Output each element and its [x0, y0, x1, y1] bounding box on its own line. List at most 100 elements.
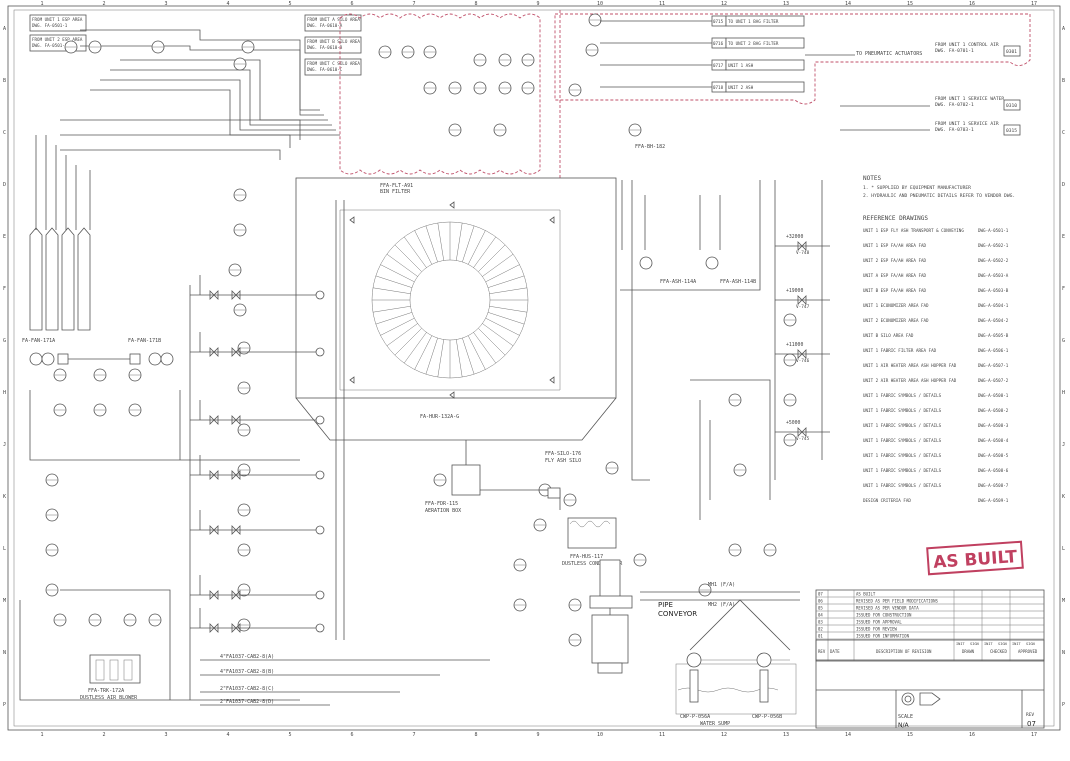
- grid-row-left: M: [3, 598, 6, 604]
- radial-spoke: [485, 264, 520, 283]
- bin-filter-sub: BIN FILTER: [380, 189, 411, 195]
- notes-title: NOTES: [863, 175, 881, 182]
- reference-text: UNIT 1 ESP FLY ASH TRANSPORT & CONVEYING: [863, 228, 964, 233]
- radial-spoke: [380, 264, 415, 283]
- level-valve-tag: V-748: [796, 250, 810, 256]
- grid-row-left: B: [3, 78, 6, 84]
- reference-text: UNIT 1 ESP FA/AH AREA FAD: [863, 243, 927, 248]
- inlet-box: [304, 36, 362, 54]
- ash-pump-loop: FFA-ASH-114A FFA-ASH-114B FFA-BH-182: [620, 144, 771, 520]
- cyclone-tag: FFA-BH-182: [635, 144, 665, 150]
- reference-dwg: DWG-A-0501-1: [978, 228, 1009, 233]
- reference-text: UNIT A ESP FA/AH AREA FAD: [863, 273, 927, 278]
- inlet-dwg: DWG. FA-0610-B: [307, 45, 343, 50]
- radial-spoke: [487, 275, 525, 288]
- grid-col-bottom: 2: [102, 732, 105, 738]
- manifold-valve: [209, 590, 219, 600]
- bottom-line-b: 4"FA1037-CAB2-8(B): [220, 669, 274, 675]
- grid-row-left: F: [3, 286, 6, 292]
- radial-spoke: [425, 225, 438, 263]
- revision-subheader: SIGN: [1026, 642, 1035, 646]
- revision-desc: ISSUED FOR INFORMATION: [856, 634, 910, 639]
- radial-arrow: [549, 216, 555, 224]
- right-inlet-to: TO UNIT 1 BAG FILTER: [728, 19, 779, 24]
- radial-spoke: [437, 339, 444, 378]
- service-air-tag: 0315: [1006, 128, 1017, 134]
- grid-row-left: G: [3, 338, 6, 344]
- right-inlet-tag: 0718: [713, 85, 724, 90]
- radial-spoke: [372, 287, 411, 294]
- radial-spoke: [473, 332, 497, 364]
- silo-main-box: [295, 177, 617, 399]
- revision-desc: REVISED AS PER FIELD MODIFICATIONS: [856, 599, 938, 604]
- revision-no: 05: [818, 606, 823, 611]
- feeder-tag: FFA-FDR-115: [425, 501, 458, 507]
- radial-spoke: [380, 317, 415, 336]
- right-inlet-box: [725, 15, 805, 27]
- manifold-valve: [231, 470, 241, 480]
- inlet-from: FROM UNIT C SILO AREA: [307, 61, 360, 66]
- control-air-from: FROM UNIT 1 CONTROL AIR: [935, 42, 999, 48]
- grid-row-right: G: [1062, 338, 1065, 344]
- pipe-conveyor-label: PIPE: [658, 601, 673, 609]
- manifold-off-page: [315, 290, 325, 300]
- pump-b-tag: CWP-P-056B: [752, 714, 782, 720]
- grid-row-right: F: [1062, 286, 1065, 292]
- radial-spoke: [462, 337, 475, 375]
- radial-spoke: [414, 335, 433, 370]
- reference-text: UNIT 1 ECONOMIZER AREA FAD: [863, 303, 929, 308]
- grid-col-bottom: 9: [536, 732, 539, 738]
- reference-text: UNIT 2 ECONOMIZER AREA FAD: [863, 318, 929, 323]
- pump-a-tag: CWP-P-056A: [680, 714, 710, 720]
- radial-spoke: [485, 317, 520, 336]
- radial-arrow: [549, 376, 555, 384]
- right-inlet-to: UNIT 2 ASH: [728, 85, 754, 90]
- conditioner-sub: DUSTLESS CONDITIONER: [562, 561, 623, 567]
- grid-col-top: 11: [659, 1, 665, 7]
- blower-bottom-tag: FFA-TRK-172A: [88, 688, 124, 694]
- grid-col-bottom: 17: [1031, 732, 1037, 738]
- left-instrument-columns: [29, 227, 91, 331]
- conditioner-tag: FFA-HUS-117: [570, 554, 603, 560]
- radial-spoke: [456, 339, 463, 378]
- ash-pump-a-tag: FFA-ASH-114A: [660, 279, 696, 285]
- service-water-dwg: DWG. FA-0702-1: [935, 102, 974, 108]
- inlet-from: FROM UNIT 2 ESP AREA: [32, 37, 83, 42]
- instrument-bubbles: [45, 13, 797, 647]
- radial-spoke: [478, 328, 506, 356]
- control-air-tag: 0301: [1006, 49, 1017, 55]
- grid-col-bottom: 11: [659, 732, 665, 738]
- blower-bottom-sub: DUSTLESS AIR BLOWER: [80, 695, 138, 701]
- radial-aeration-distributor: [339, 201, 561, 399]
- grid-col-bottom: 3: [164, 732, 167, 738]
- reference-dwg: DWG-A-0508-7: [978, 483, 1009, 488]
- grid-col-bottom: 1: [40, 732, 43, 738]
- grid-row-left: K: [3, 494, 6, 500]
- pipe-conveyor-label-2: CONVEYOR: [658, 610, 697, 618]
- inlet-dwg: DWG. FA-0501-2: [32, 43, 68, 48]
- revision-no: 02: [818, 627, 823, 632]
- radial-spoke: [414, 230, 433, 265]
- grid-col-top: 16: [969, 1, 975, 7]
- grid-row-left: L: [3, 546, 6, 552]
- dustless-conditioner: FFA-HUS-117 DUSTLESS CONDITIONER: [562, 517, 633, 674]
- radial-spoke: [375, 275, 413, 288]
- radial-arrow: [349, 376, 355, 384]
- radial-spoke: [394, 244, 422, 272]
- reference-text: UNIT 2 ESP FA/AH AREA FAD: [863, 258, 927, 263]
- manifold-valve: [209, 525, 219, 535]
- revision-header: DESCRIPTION OF REVISION: [876, 649, 932, 654]
- grid-row-right: M: [1062, 598, 1065, 604]
- radial-frame: [339, 209, 561, 391]
- revision-subheader: SIGN: [998, 642, 1007, 646]
- title-block: SCALE N/A REV 07: [815, 639, 1045, 729]
- revision-desc: AS BUILT: [856, 592, 876, 597]
- radial-spoke: [403, 236, 427, 268]
- grid-col-top: 17: [1031, 1, 1037, 7]
- manifold-off-page: [315, 623, 325, 633]
- grid-row-left: E: [3, 234, 6, 240]
- radial-spoke: [437, 222, 444, 261]
- revision-desc: ISSUED FOR APPROVAL: [856, 620, 902, 625]
- manifold-off-page: [315, 590, 325, 600]
